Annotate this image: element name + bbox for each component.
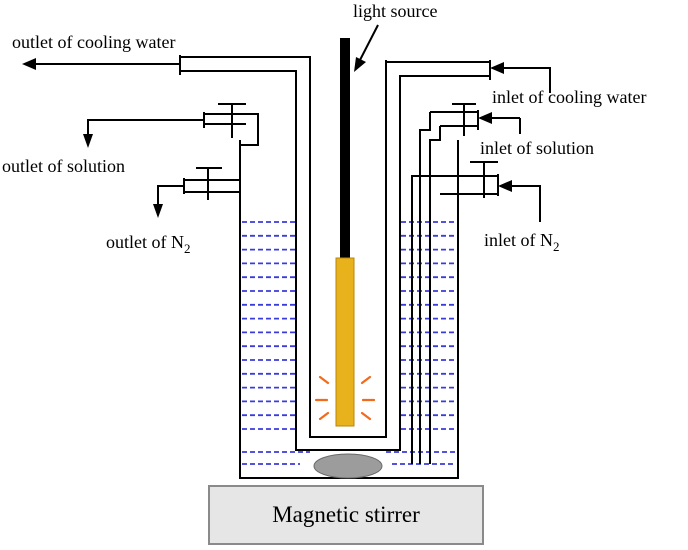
outlet-solution-valve (87, 103, 259, 146)
inlet-solution-arrow (478, 112, 492, 124)
inlet-n2-valve (411, 161, 541, 464)
label-outlet-n2: outlet of N2 (106, 232, 191, 256)
cooling-jacket-inner-wall (309, 60, 387, 438)
outlet-n2-valve (157, 167, 240, 206)
magnetic-stirrer-label: Magnetic stirrer (272, 502, 420, 527)
label-outlet-solution: outlet of solution (2, 156, 125, 176)
inlet-solution-valve (419, 103, 521, 464)
water-left-annulus (242, 221, 295, 430)
label-outlet-cooling-water: outlet of cooling water (12, 32, 175, 52)
inlet-n2-arrow (498, 180, 512, 192)
water-right-annulus (401, 221, 456, 430)
inlet-cooling-water-arrow (490, 62, 504, 74)
outlet-solution-arrow (83, 134, 93, 148)
lamp-glow-icon (314, 375, 376, 421)
light-source-rod (340, 38, 350, 260)
label-inlet-cooling-water: inlet of cooling water (492, 87, 646, 107)
light-source-pointer-arrow (354, 57, 366, 72)
outlet-n2-arrow (153, 204, 163, 218)
lamp-tube (335, 257, 355, 427)
magnetic-stirrer-base (208, 485, 484, 545)
label-light-source: light source (353, 1, 437, 21)
label-inlet-solution: inlet of solution (480, 138, 594, 158)
outlet-cooling-water-arrow (22, 58, 36, 70)
stir-bar-icon (313, 453, 383, 479)
inlet-cooling-water-pipe (385, 60, 551, 145)
cooling-jacket-outer-wall (295, 145, 401, 451)
outlet-cooling-water-pipe (34, 55, 311, 145)
label-inlet-n2: inlet of N2 (484, 230, 560, 254)
light-source-pointer (359, 24, 379, 61)
